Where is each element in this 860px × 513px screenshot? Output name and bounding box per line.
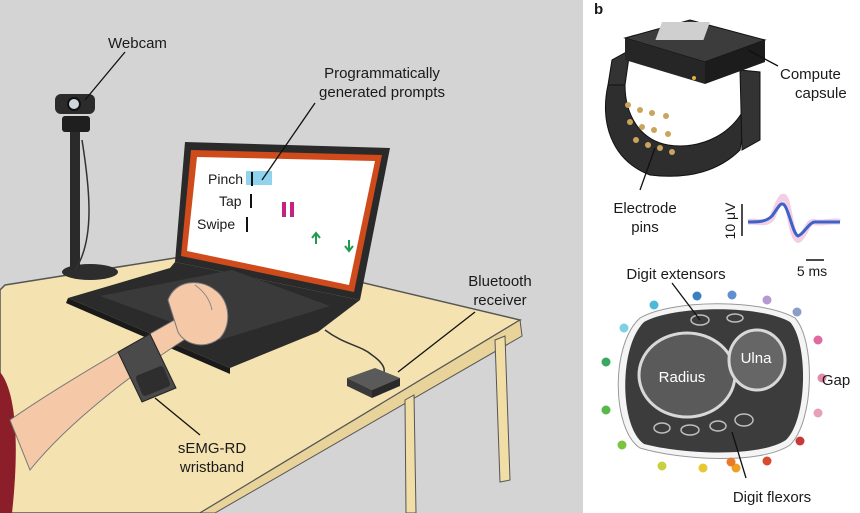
receiver-right xyxy=(372,378,400,398)
label-compute-line1: Compute xyxy=(780,66,841,83)
swipe-bar xyxy=(246,217,248,232)
bluetooth-receiver xyxy=(324,329,400,398)
band-links-front xyxy=(604,84,749,177)
tap-marker-1 xyxy=(282,202,286,217)
wristband-capsule xyxy=(135,366,171,396)
wristband-leader xyxy=(154,397,201,436)
waveform-spread xyxy=(747,193,841,244)
prompt-tap: Tap xyxy=(219,193,242,209)
label-electrode-line1: Electrode xyxy=(613,200,676,217)
receiver-top xyxy=(347,368,400,390)
electrode-dots xyxy=(601,290,827,473)
prompt-swipe: Swipe xyxy=(197,216,235,232)
panel-a: Pinch Tap Swipe W xyxy=(0,0,583,513)
label-radius: Radius xyxy=(659,369,706,386)
webcam xyxy=(55,94,118,280)
scale-time-label: 5 ms xyxy=(797,263,827,279)
label-digit-extensors: Digit extensors xyxy=(626,266,725,283)
webcam-cable xyxy=(74,139,90,271)
label-bluetooth-line1: Bluetooth xyxy=(468,273,531,290)
prompt-pinch: Pinch xyxy=(208,171,243,187)
label-wristband-line1: sEMG-RD xyxy=(178,440,246,457)
label-ulna: Ulna xyxy=(741,350,773,367)
receiver-left xyxy=(347,378,372,398)
label-webcam: Webcam xyxy=(108,35,167,52)
label-prompts-line1: Programmatically xyxy=(324,65,440,82)
label-bluetooth-line2: receiver xyxy=(473,292,526,309)
table-leg-right xyxy=(494,335,511,483)
band-links-right xyxy=(739,69,761,151)
tap-marker-2 xyxy=(290,202,294,217)
ulna-bone xyxy=(727,328,787,392)
label-prompts-line2: generated prompts xyxy=(319,84,445,101)
webcam-leader xyxy=(84,51,126,101)
wristband-render xyxy=(604,19,767,177)
electrode-pins-render xyxy=(625,102,675,155)
prompts-leader xyxy=(261,102,316,181)
webcam-pole xyxy=(70,130,80,270)
webcam-clip xyxy=(62,116,90,132)
finger-crease xyxy=(194,284,213,311)
waveform-mean xyxy=(747,202,840,238)
swipe-arrow-up xyxy=(311,231,321,244)
laptop-screen xyxy=(187,157,375,285)
flexors-leader xyxy=(731,431,747,479)
pinch-highlight xyxy=(246,171,272,185)
webcam-lens xyxy=(67,97,81,111)
table-front-edge xyxy=(199,319,523,513)
compute-leader xyxy=(747,49,779,67)
label-wristband-line2: wristband xyxy=(179,459,244,476)
wrist-cross-section xyxy=(601,282,827,479)
label-electrode-line2: pins xyxy=(631,219,659,236)
swipe-arrow-down xyxy=(344,240,354,253)
table-leg-front xyxy=(404,394,417,513)
pinch-bar xyxy=(251,172,253,186)
receiver-cable xyxy=(324,329,385,373)
scale-voltage-label: 10 μV xyxy=(722,202,738,240)
panel-label-b: b xyxy=(594,1,603,18)
capsule-window xyxy=(655,22,710,40)
electrode-leader xyxy=(639,147,656,191)
extensors-leader xyxy=(671,282,701,321)
tendons xyxy=(653,313,754,436)
label-compute-line2: capsule xyxy=(795,85,847,102)
person xyxy=(0,282,229,513)
label-digit-flexors: Digit flexors xyxy=(733,489,811,506)
person-sleeve xyxy=(0,372,16,513)
hand xyxy=(167,282,229,346)
tap-bar xyxy=(250,194,252,208)
capsule-front xyxy=(625,38,705,84)
bluetooth-leader xyxy=(397,311,476,373)
panel-b: b Compute capsule Electrode pins xyxy=(594,1,850,506)
label-gap: Gap xyxy=(822,372,850,389)
emg-waveform: 10 μV 5 ms xyxy=(722,193,841,279)
capsule-led xyxy=(692,76,696,80)
